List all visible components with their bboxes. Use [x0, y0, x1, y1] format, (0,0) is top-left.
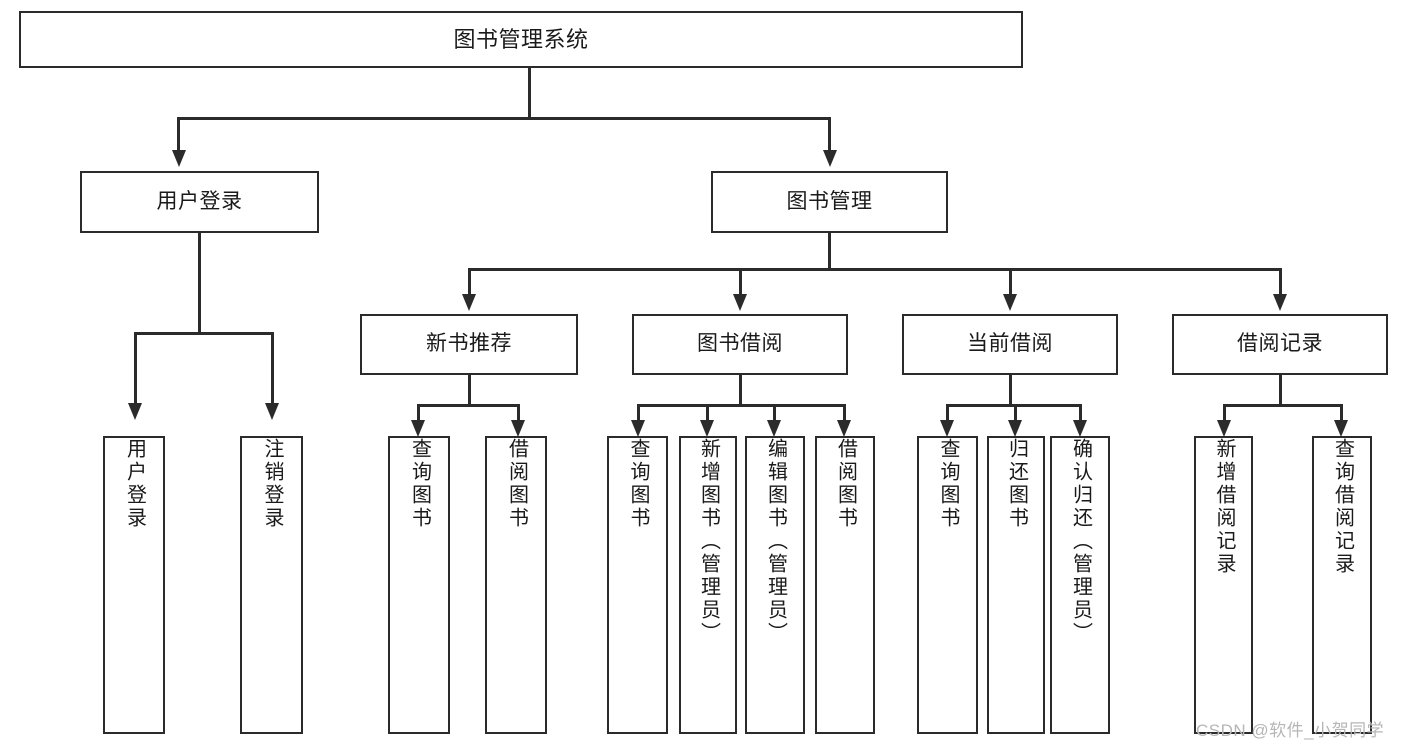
node-root-system[interactable]: 图书管理系统	[19, 11, 1023, 68]
connector-book-borrow-bar	[637, 404, 845, 407]
arrow-to-borrow-record	[1273, 294, 1287, 311]
arrow-to-current-borrow	[1003, 294, 1017, 311]
connector-borrow-record-stem	[1279, 375, 1282, 406]
leaf-label: 用户登录	[123, 438, 146, 530]
connector-borrow-record-bar	[1223, 404, 1342, 407]
node-leaf-query-record[interactable]: 查询借阅记录	[1312, 436, 1372, 734]
leaf-label: 编辑图书（管理员）	[764, 438, 787, 645]
connector-br-drop-1	[1223, 404, 1226, 422]
connector-bb-drop-3	[773, 404, 776, 422]
leaf-label: 借阅图书	[834, 438, 857, 530]
node-leaf-add-book[interactable]: 新增图书（管理员）	[679, 436, 737, 734]
arrow-bb-leaf-1	[631, 420, 645, 437]
connector-user-login-drop-1	[134, 332, 137, 404]
leaf-label: 新增借阅记录	[1213, 438, 1235, 576]
node-leaf-add-record[interactable]: 新增借阅记录	[1194, 436, 1253, 734]
connector-current-borrow-bar	[946, 404, 1081, 407]
node-leaf-edit-book[interactable]: 编辑图书（管理员）	[745, 436, 805, 734]
node-leaf-borrow-book-2[interactable]: 借阅图书	[815, 436, 875, 734]
connector-to-current-borrow	[1009, 268, 1012, 296]
node-leaf-query-book-1[interactable]: 查询图书	[388, 436, 450, 734]
connector-user-login-bar	[134, 332, 273, 335]
arrow-bb-leaf-4	[837, 420, 851, 437]
node-book-manage[interactable]: 图书管理	[711, 171, 948, 233]
arrow-cb-leaf-3	[1073, 420, 1087, 437]
connector-current-borrow-stem	[1009, 375, 1012, 406]
connector-cb-drop-3	[1079, 404, 1082, 422]
arrow-br-leaf-2	[1334, 420, 1348, 437]
node-leaf-borrow-book-1[interactable]: 借阅图书	[485, 436, 547, 734]
leaf-label: 新增图书（管理员）	[697, 438, 720, 645]
connector-bb-drop-1	[637, 404, 640, 422]
node-leaf-user-logout[interactable]: 注销登录	[240, 436, 303, 734]
node-user-login[interactable]: 用户登录	[80, 171, 319, 233]
watermark-text: CSDN @软件_小贺同学	[1196, 721, 1385, 740]
arrow-bb-leaf-2	[700, 420, 714, 437]
connector-book-manage-bar	[468, 268, 1280, 271]
connector-user-login-stem	[198, 233, 201, 334]
connector-root-bar	[177, 117, 831, 120]
leaf-label: 查询图书	[627, 438, 649, 530]
node-leaf-query-book-2[interactable]: 查询图书	[607, 436, 668, 734]
connector-book-borrow-stem	[739, 375, 742, 406]
node-leaf-confirm-return[interactable]: 确认归还（管理员）	[1050, 436, 1110, 734]
connector-root-to-user-login	[177, 117, 180, 152]
connector-root-stem	[528, 68, 531, 119]
connector-cb-drop-2	[1014, 404, 1017, 422]
arrow-bb-leaf-3	[767, 420, 781, 437]
arrow-to-new-book-recommend	[462, 294, 476, 311]
leaf-label: 确认归还（管理员）	[1069, 438, 1092, 645]
leaf-label: 归还图书	[1005, 438, 1028, 530]
node-leaf-user-login[interactable]: 用户登录	[103, 436, 165, 734]
node-leaf-return-book[interactable]: 归还图书	[987, 436, 1045, 734]
arrow-to-book-borrow	[733, 294, 747, 311]
arrow-user-login-leaf-2	[265, 403, 279, 420]
arrow-nbr-leaf-1	[411, 420, 425, 437]
arrow-cb-leaf-1	[940, 420, 954, 437]
connector-to-new-book-recommend	[468, 268, 471, 296]
connector-book-manage-stem	[828, 233, 831, 270]
leaf-label: 注销登录	[261, 438, 283, 530]
leaf-label: 查询借阅记录	[1331, 438, 1354, 576]
arrow-cb-leaf-2	[1008, 420, 1022, 437]
arrow-br-leaf-1	[1217, 420, 1231, 437]
connector-new-book-recommend-bar	[417, 404, 519, 407]
node-book-borrow[interactable]: 图书借阅	[632, 314, 848, 375]
connector-bb-drop-2	[706, 404, 709, 422]
node-current-borrow[interactable]: 当前借阅	[902, 314, 1118, 375]
connector-to-book-borrow	[739, 268, 742, 296]
connector-root-to-book-manage	[828, 117, 831, 152]
leaf-label: 借阅图书	[505, 438, 528, 530]
leaf-label: 查询图书	[937, 438, 959, 530]
arrow-root-to-user-login	[172, 150, 186, 167]
node-borrow-record[interactable]: 借阅记录	[1172, 314, 1388, 375]
connector-bb-drop-4	[843, 404, 846, 422]
connector-new-book-recommend-stem	[468, 375, 471, 406]
connector-br-drop-2	[1340, 404, 1343, 422]
node-new-book-recommend[interactable]: 新书推荐	[360, 314, 578, 375]
leaf-label: 查询图书	[408, 438, 431, 530]
connector-user-login-drop-2	[271, 332, 274, 404]
connector-nbr-drop-2	[517, 404, 520, 422]
arrow-root-to-book-manage	[823, 150, 837, 167]
connector-to-borrow-record	[1279, 268, 1282, 296]
arrow-nbr-leaf-2	[511, 420, 525, 437]
connector-cb-drop-1	[946, 404, 949, 422]
connector-nbr-drop-1	[417, 404, 420, 422]
node-leaf-query-book-3[interactable]: 查询图书	[917, 436, 978, 734]
arrow-user-login-leaf-1	[128, 403, 142, 420]
